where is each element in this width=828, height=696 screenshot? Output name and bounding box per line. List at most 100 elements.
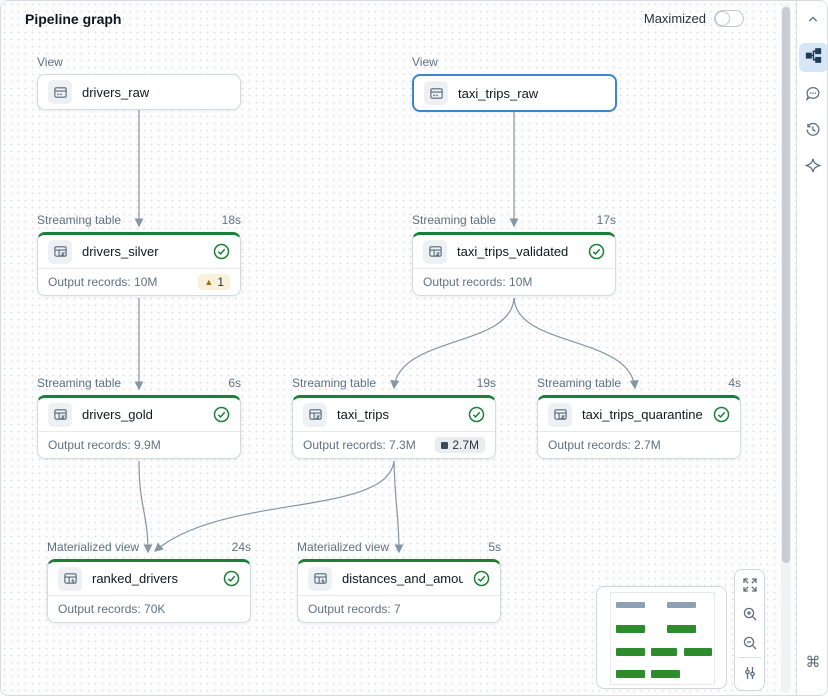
node-type-row: Materialized view 24s [47,540,251,554]
edge-taxi-trips-to-ranked [153,460,395,552]
node-name: drivers_gold [82,407,153,422]
output-records-text: Output records: 2.7M [548,438,661,452]
success-check-icon [713,406,730,423]
node-duration: 19s [476,376,496,390]
edge-taxi-trips-to-distances [393,460,404,554]
minimap-bar [651,648,677,656]
node-name: taxi_trips_raw [458,85,539,101]
node-type-row: Streaming table 4s [537,376,741,390]
expectations-warning-badge[interactable]: ▲1 [198,274,230,290]
node-taxi-trips[interactable]: taxi_trips Output records: 7.3M 2.7M [292,395,496,459]
output-records-text: Output records: 10M [48,275,158,289]
streaming-table-icon [548,402,572,427]
node-type-label: Streaming table [412,213,497,227]
materialized-view-icon [308,566,332,591]
panel-header: Pipeline graph Maximized [1,1,796,37]
success-check-icon [213,243,230,260]
node-name: drivers_silver [82,244,159,259]
output-records-text: Output records: 9.9M [48,438,161,452]
zoom-controls [734,569,765,691]
square-icon [441,441,449,449]
success-check-icon [213,406,230,423]
node-type-label: Streaming table [37,213,122,227]
pipeline-graph-icon [805,47,822,69]
right-sidebar: ⌘ [796,1,827,695]
success-check-icon [588,243,605,260]
warning-triangle-icon: ▲ [204,276,214,287]
minimap-bar [684,648,712,656]
node-drivers-silver[interactable]: drivers_silver Output records: 10M ▲1 [37,232,241,296]
view-table-icon [424,81,448,105]
graph-canvas[interactable]: Pipeline graph Maximized [1,1,796,695]
minimap-bar [616,670,645,678]
comments-icon[interactable] [805,85,822,102]
node-name: drivers_raw [82,84,150,100]
fit-view-button[interactable] [734,570,765,599]
node-duration: 4s [728,376,741,390]
dropped-records-badge[interactable]: 2.7M [435,437,485,453]
minimap-bar [616,602,645,608]
streaming-table-icon [423,239,447,264]
minimap-bar [667,602,696,608]
minimap[interactable] [596,586,727,689]
zoom-in-button[interactable] [734,599,765,628]
node-type-label: Materialized view [47,540,140,554]
history-icon[interactable] [805,121,822,138]
scrollbar-thumb[interactable] [782,7,790,563]
node-taxi-trips-quarantine[interactable]: taxi_trips_quarantine Output records: 2.… [537,395,741,459]
output-records-text: Output records: 7.3M [303,438,416,452]
node-ranked-drivers[interactable]: ranked_drivers Output records: 70K [47,559,251,623]
node-drivers-raw[interactable]: drivers_raw [37,74,241,110]
node-type-label: Streaming table [292,376,377,390]
output-records-text: Output records: 7 [308,602,401,616]
node-type-row: Streaming table 6s [37,376,241,390]
minimap-bar [651,670,680,678]
node-type-row: Materialized view 5s [297,540,501,554]
graph-settings-button[interactable] [734,658,765,687]
streaming-table-icon [48,402,72,427]
node-type-row: Streaming table 19s [292,376,496,390]
command-icon[interactable]: ⌘ [805,654,821,671]
view-table-icon [48,80,72,104]
edge-gold-to-ranked [138,460,153,554]
output-records-text: Output records: 10M [423,275,533,289]
minimap-bar [616,625,645,633]
node-name: taxi_trips_quarantine [582,407,703,422]
node-duration: 17s [596,213,616,227]
vertical-scrollbar[interactable] [781,5,791,693]
maximized-label: Maximized [643,11,706,26]
node-drivers-gold[interactable]: drivers_gold Output records: 9.9M [37,395,241,459]
node-name: taxi_trips [337,407,390,422]
node-type-label: Materialized view [297,540,390,554]
success-check-icon [468,406,485,423]
minimap-bar [616,648,645,656]
zoom-out-button[interactable] [734,628,765,657]
node-taxi-trips-raw[interactable]: taxi_trips_raw [412,74,617,112]
node-type-label: View [412,55,438,69]
node-taxi-trips-validated[interactable]: taxi_trips_validated Output records: 10M [412,232,616,296]
streaming-table-icon [303,402,327,427]
assistant-sparkle-icon[interactable] [804,157,822,174]
node-duration: 5s [488,540,501,554]
edge-validated-to-quarantine [513,297,639,390]
node-type-row: View [37,55,241,69]
success-check-icon [223,570,240,587]
minimap-viewport [610,592,715,685]
node-type-row: Streaming table 18s [37,213,241,227]
node-type-label: View [37,55,63,69]
toggle-knob [715,11,730,26]
page-title: Pipeline graph [25,11,122,27]
node-distances-and-amounts[interactable]: distances_and_amounts_b... Output record… [297,559,501,623]
edge-validated-to-taxi-trips [390,297,515,390]
maximized-toggle[interactable] [714,10,744,27]
node-type-label: Streaming table [537,376,622,390]
tab-pipeline-graph[interactable] [799,43,827,72]
divider [738,657,761,658]
node-duration: 6s [228,376,241,390]
node-duration: 24s [231,540,251,554]
node-name: ranked_drivers [92,571,178,586]
streaming-table-icon [48,239,72,264]
collapse-up-icon[interactable] [807,13,820,26]
node-type-row: Streaming table 17s [412,213,616,227]
